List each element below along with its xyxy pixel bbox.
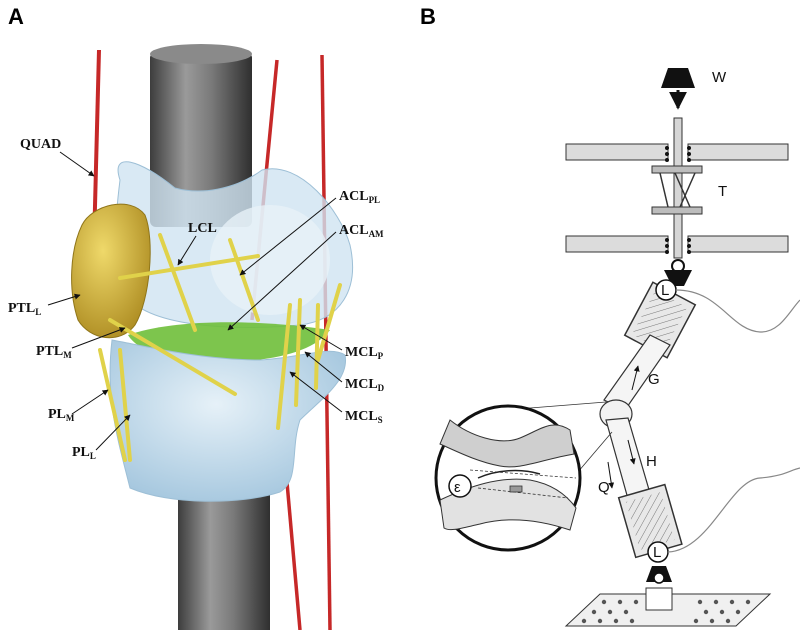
upper-plate-left <box>565 143 669 161</box>
muscle-line-right <box>320 54 332 630</box>
panel-label-a: A <box>8 4 24 29</box>
arrow-q <box>607 461 615 489</box>
mcl-d-ligament <box>314 303 320 390</box>
label-mcl-p: MCLP <box>345 345 384 361</box>
pl-m-ligament <box>98 348 127 462</box>
cable-top <box>675 289 800 333</box>
femur-rod <box>150 52 252 227</box>
knee-zoom-inset <box>434 404 582 552</box>
label-ptl-l: PTLL <box>8 301 41 317</box>
meniscus <box>128 322 330 362</box>
leader-lines <box>47 151 343 451</box>
ligament-upper-a <box>158 233 197 332</box>
label-mcl-d: MCLD <box>345 377 385 393</box>
lower-plate-right <box>687 235 789 253</box>
arrow-g <box>631 365 640 391</box>
strain-sensor-circle <box>448 474 472 498</box>
mcl-s-ligament-b <box>294 298 302 407</box>
label-q: Q <box>598 479 610 496</box>
label-lcl: LCL <box>188 221 217 236</box>
panel-label-b: B <box>420 4 436 29</box>
upper-bearings <box>665 146 691 162</box>
tibia-housing <box>617 483 683 559</box>
tripod-top-bar <box>651 165 703 174</box>
ankle-pivot <box>653 572 665 584</box>
cable-bottom <box>667 467 800 553</box>
mcl-p-ligament <box>316 283 342 362</box>
leader-ptl-l <box>47 293 81 306</box>
label-l-top: L <box>661 282 669 299</box>
leader-mcl-p <box>299 324 343 351</box>
label-ptl-m: PTLM <box>36 344 72 360</box>
label-quad: QUAD <box>20 137 61 152</box>
weight-icon <box>661 68 695 88</box>
leader-quad <box>59 151 95 177</box>
panel-b-knee-simulator: W T <box>434 68 800 627</box>
label-acl-pl: ACLPL <box>339 189 380 205</box>
femur-condyle <box>210 205 330 315</box>
label-mcl-s: MCLS <box>345 409 383 425</box>
label-w: W <box>712 69 727 86</box>
label-pl-m: PLM <box>48 407 75 423</box>
leader-acl-am <box>227 231 337 331</box>
leader-lcl <box>177 235 197 266</box>
patella <box>71 203 151 339</box>
leader-ptl-m <box>71 327 126 349</box>
label-t: T <box>718 183 727 200</box>
lower-plate-left <box>565 235 669 253</box>
panel-a-knee-model: QUAD LCL ACLPL ACLAM PTLL PTLM MCLP MCLD… <box>8 44 385 630</box>
mcl-s-ligament-a <box>276 303 292 430</box>
label-acl-am: ACLAM <box>339 223 384 239</box>
tibia-bone <box>109 339 346 502</box>
label-pl-l: PLL <box>72 445 96 461</box>
label-g: G <box>648 371 660 388</box>
foot-mount <box>645 587 673 611</box>
upper-plate-right <box>687 143 789 161</box>
leader-pl-l <box>95 414 131 451</box>
lower-bearings <box>665 238 691 254</box>
label-l-bottom: L <box>653 544 661 561</box>
label-epsilon: ε <box>454 479 461 496</box>
leader-mcl-s <box>289 371 343 413</box>
pl-l-ligament <box>118 348 132 462</box>
tripod-links <box>659 172 696 208</box>
arrow-h <box>627 439 636 465</box>
femur-rod-top <box>150 44 252 64</box>
femur-segment <box>603 334 671 411</box>
leader-mcl-d <box>304 351 343 383</box>
leader-acl-pl <box>239 197 337 276</box>
leader-pl-m <box>71 389 109 415</box>
base-plate-holes <box>581 599 751 624</box>
ptl-m-ligament <box>108 318 237 396</box>
label-h: H <box>646 453 657 470</box>
tripod-bottom-bar <box>651 206 703 215</box>
